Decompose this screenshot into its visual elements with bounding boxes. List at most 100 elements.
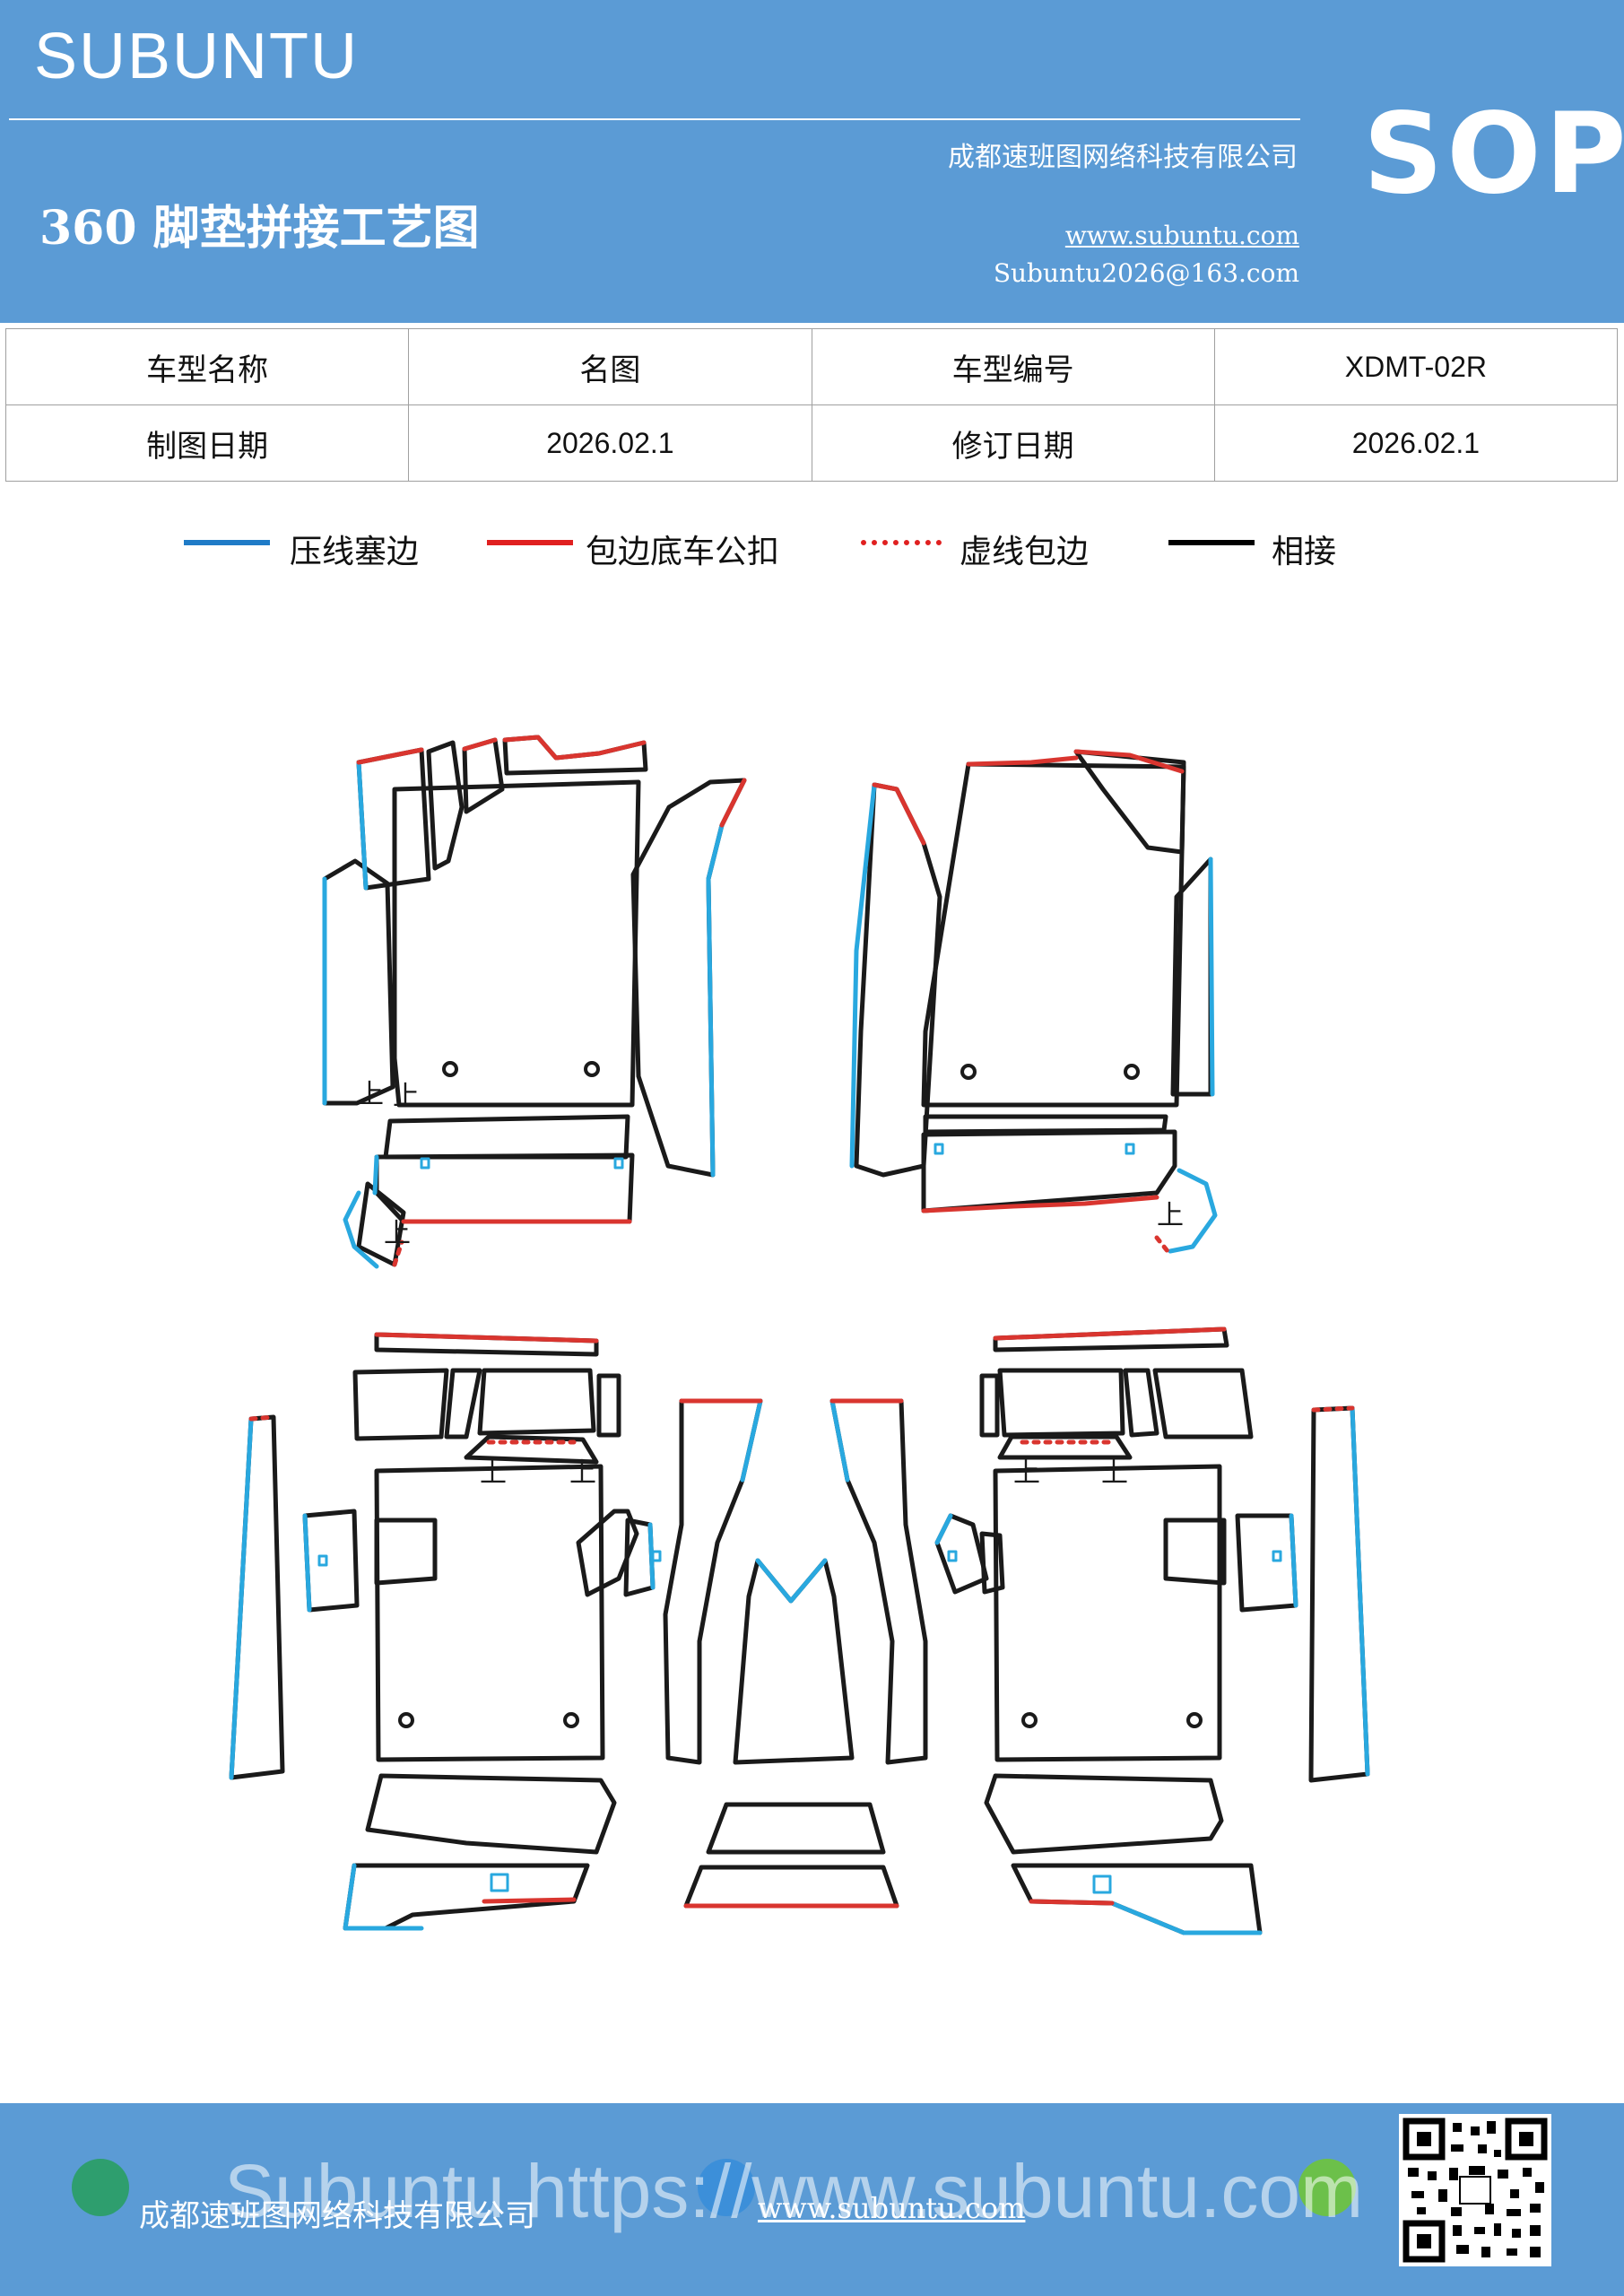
mat-piece bbox=[979, 1531, 1005, 1595]
footer-website-link[interactable]: www.subuntu.com bbox=[758, 2191, 1026, 2225]
mat-piece bbox=[993, 1464, 1222, 1762]
sop-badge: SOP bbox=[1363, 90, 1624, 219]
seam-line bbox=[1168, 1168, 1218, 1254]
front-left-mat-group bbox=[322, 735, 747, 1267]
page-title: 360 脚垫拼接工艺图 bbox=[39, 201, 480, 256]
mat-piece bbox=[596, 1373, 621, 1438]
qr-code[interactable] bbox=[1399, 2114, 1551, 2266]
legend-label: 相接 bbox=[1272, 534, 1337, 570]
mat-piece bbox=[365, 1773, 617, 1855]
edge-line bbox=[356, 747, 424, 765]
edge-line bbox=[1311, 1405, 1355, 1413]
mat-piece bbox=[383, 1114, 630, 1160]
up-marker: 上 bbox=[569, 1457, 596, 1489]
front-right-mat-blue-edges bbox=[849, 782, 1218, 1254]
edge-line bbox=[392, 1239, 404, 1267]
line-legend: 压线塞边 包边底车公扣 虚线包边 相接 bbox=[0, 520, 1624, 583]
mat-piece bbox=[997, 1434, 1133, 1460]
edge-line bbox=[374, 1332, 599, 1344]
seam-line bbox=[1289, 1513, 1298, 1608]
mat-piece bbox=[733, 1558, 855, 1765]
mat-piece bbox=[979, 1373, 1000, 1438]
mat-piece bbox=[997, 1368, 1125, 1438]
mat-piece bbox=[374, 1464, 605, 1762]
up-marker: 上 bbox=[384, 1218, 411, 1249]
edge-line bbox=[502, 735, 647, 761]
table-row: 车型名称 名图 车型编号 XDMT-02R bbox=[4, 328, 1619, 405]
seam-line bbox=[229, 1416, 254, 1780]
mat-piece bbox=[829, 1398, 928, 1765]
clip-mark bbox=[613, 1157, 624, 1170]
legend-swatch bbox=[1168, 540, 1255, 545]
mat-piece bbox=[322, 858, 395, 1106]
website-link[interactable]: www.subuntu.com bbox=[1064, 221, 1299, 250]
seam-line bbox=[829, 1398, 850, 1483]
seam-line bbox=[356, 760, 369, 891]
mat-piece bbox=[477, 1368, 596, 1436]
rear-left-mat-group bbox=[229, 1332, 656, 1931]
clip-mark bbox=[1272, 1550, 1282, 1562]
footer-watermark: Subuntu https://www.subuntu.com bbox=[224, 2149, 1364, 2233]
mat-piece bbox=[984, 1773, 1224, 1855]
clip-mark bbox=[317, 1554, 328, 1567]
edge-line bbox=[966, 755, 1079, 767]
seam-line bbox=[849, 782, 877, 1169]
table-cell-label: 制图日期 bbox=[4, 404, 410, 482]
legend-swatch bbox=[861, 540, 942, 545]
fixing-hole bbox=[442, 1061, 458, 1077]
mounting-holes bbox=[398, 1061, 1203, 1728]
mat-piece bbox=[352, 1368, 449, 1441]
fixing-hole bbox=[398, 1712, 414, 1728]
mat-piece bbox=[1073, 749, 1186, 855]
front-right-mat-red-edges bbox=[872, 749, 1185, 1254]
globe-icon bbox=[698, 2159, 755, 2216]
up-marker: 上 bbox=[1013, 1457, 1040, 1489]
up-marker: 上 bbox=[393, 1081, 420, 1112]
mat-piece bbox=[921, 761, 1186, 1108]
center-tunnel-blue-edges bbox=[740, 1398, 850, 1604]
edge-line bbox=[482, 1897, 577, 1904]
mat-piece bbox=[462, 737, 505, 814]
center-tunnel-group bbox=[663, 1398, 928, 1909]
mat-piece bbox=[1152, 1368, 1254, 1439]
mat-piece bbox=[630, 778, 747, 1178]
table-cell-value: 名图 bbox=[408, 328, 812, 405]
mat-piece bbox=[1011, 1863, 1263, 1935]
edge-line bbox=[719, 778, 747, 828]
legend-label: 压线塞边 bbox=[290, 534, 420, 570]
seam-line bbox=[706, 822, 725, 1178]
fixing-hole bbox=[1124, 1064, 1140, 1080]
clip-mark bbox=[1125, 1143, 1135, 1155]
mat-piece bbox=[576, 1509, 639, 1597]
front-left-mat-red-edges bbox=[356, 735, 747, 1267]
legend-swatch bbox=[184, 540, 270, 545]
mat-piece bbox=[683, 1865, 899, 1909]
seam-line bbox=[1109, 1900, 1263, 1935]
fixing-hole bbox=[1186, 1712, 1203, 1728]
edge-line bbox=[462, 737, 498, 752]
wechat-icon bbox=[1298, 2159, 1356, 2216]
mat-piece bbox=[343, 1863, 590, 1931]
mat-piece bbox=[444, 1368, 482, 1439]
clip-mark bbox=[934, 1143, 944, 1155]
table-cell-value: 2026.02.1 bbox=[408, 404, 812, 482]
footer-banner: 成都速班图网络科技有限公司 www.subuntu.com Subuntu ht… bbox=[0, 2103, 1624, 2296]
seam-line bbox=[372, 1154, 379, 1196]
seam-line bbox=[740, 1398, 763, 1483]
mat-piece bbox=[302, 1509, 360, 1613]
qr-code-icon bbox=[1403, 2118, 1548, 2263]
company-icon bbox=[72, 2159, 129, 2216]
header-divider bbox=[9, 118, 1300, 120]
seam-line bbox=[302, 1513, 312, 1613]
edge-line bbox=[1029, 1899, 1115, 1906]
mat-piece bbox=[1235, 1513, 1298, 1613]
seam-line bbox=[1350, 1405, 1370, 1777]
fixing-hole bbox=[563, 1712, 579, 1728]
mat-piece bbox=[706, 1802, 886, 1855]
clip-mark bbox=[651, 1550, 662, 1562]
mat-piece bbox=[392, 779, 641, 1108]
edge-line bbox=[921, 1195, 1159, 1213]
brand-name: SUBUNTU bbox=[34, 21, 360, 92]
fixing-hole bbox=[960, 1064, 977, 1080]
edge-line bbox=[993, 1326, 1227, 1341]
